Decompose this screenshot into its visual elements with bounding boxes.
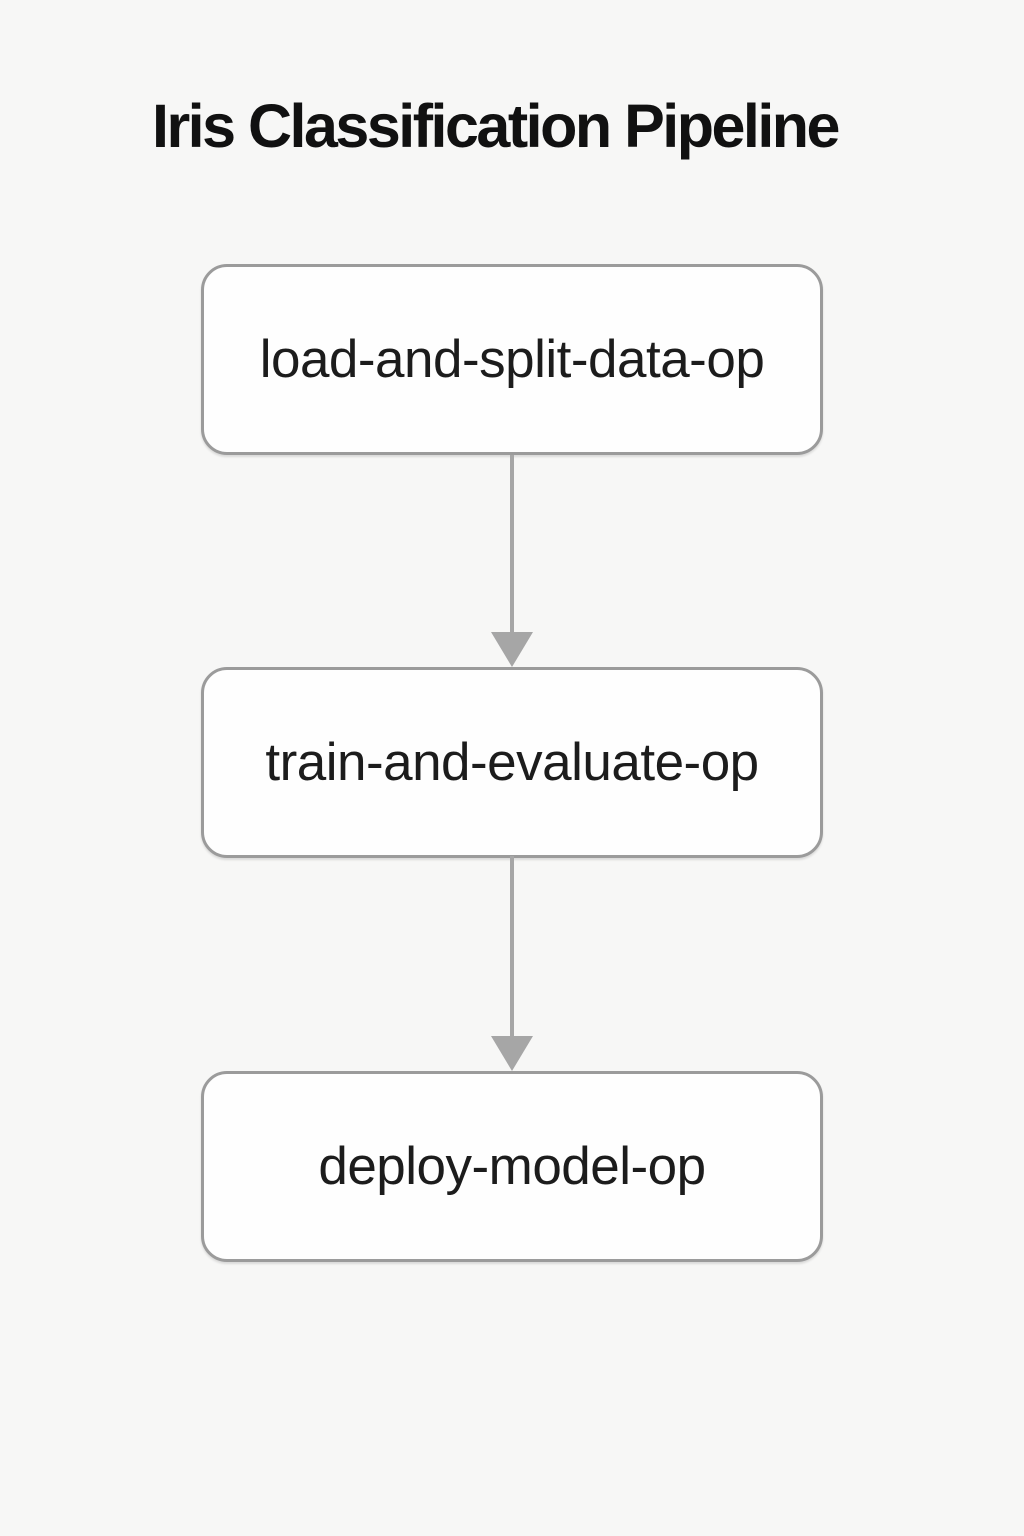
edge-arrow-2-line (510, 856, 514, 1036)
edge-arrow-2-arrowhead-icon (491, 1036, 533, 1071)
node-label: load-and-split-data-op (259, 330, 765, 389)
edge-arrow-1-arrowhead-icon (491, 632, 533, 667)
edge-arrow-1-line (510, 455, 514, 632)
page-title: Iris Classification Pipeline (152, 92, 840, 160)
node-label: train-and-evaluate-op (265, 733, 759, 792)
node-label: deploy-model-op (318, 1137, 706, 1196)
pipeline-node-load-and-split-data-op[interactable]: load-and-split-data-op (201, 264, 823, 455)
pipeline-node-train-and-evaluate-op[interactable]: train-and-evaluate-op (201, 667, 823, 858)
pipeline-node-deploy-model-op[interactable]: deploy-model-op (201, 1071, 823, 1262)
